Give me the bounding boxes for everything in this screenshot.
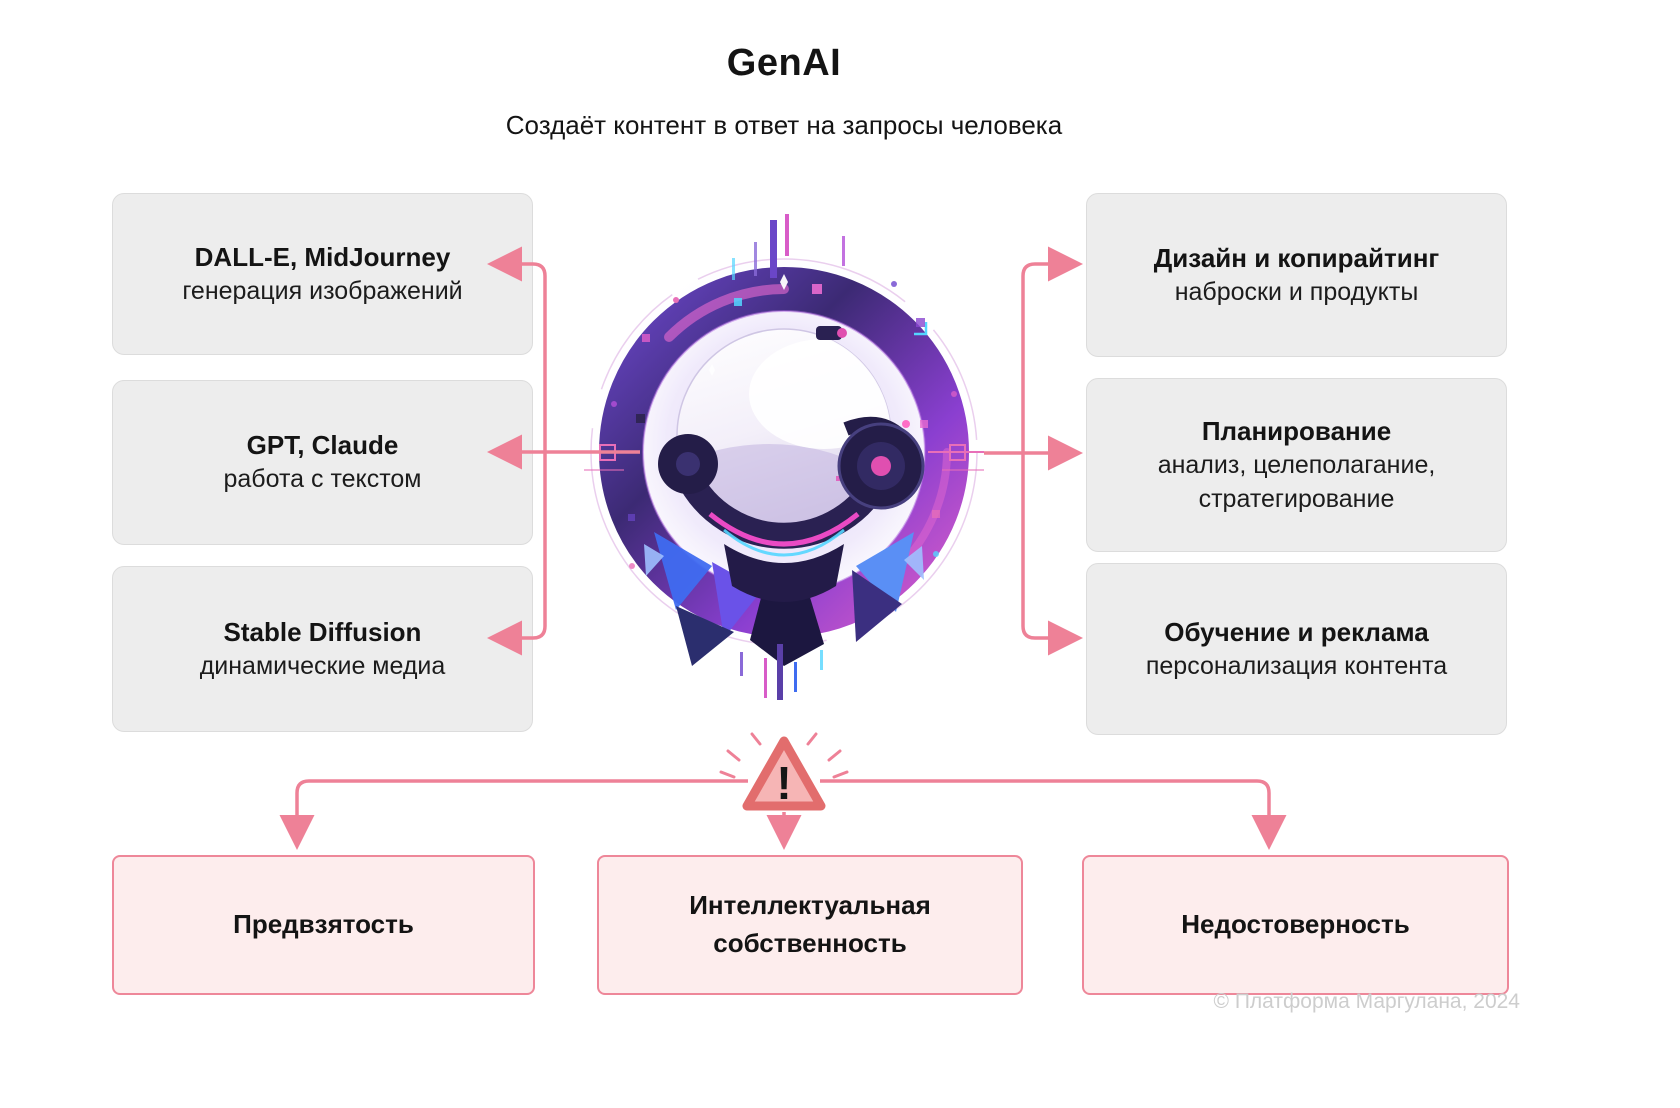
application-box-education-ads: Обучение и реклама персонализация контен… <box>1086 563 1507 735</box>
tool-subtitle: динамические медиа <box>199 651 446 680</box>
risk-box-bias: Предвзятость <box>112 855 535 995</box>
collar-shards <box>644 532 924 666</box>
tool-box-dynamic-media: Stable Diffusion динамические медиа <box>112 566 533 732</box>
tool-title: Stable Diffusion <box>223 616 422 647</box>
application-subtitle: анализ, целеполагание, стратегирование <box>1157 450 1436 513</box>
application-title: Планирование <box>1201 415 1392 446</box>
application-title: Дизайн и копирайтинг <box>1153 242 1440 273</box>
application-box-planning: Планирование анализ, целеполагание, стра… <box>1086 378 1507 552</box>
risk-label: Предвзятость <box>233 909 414 940</box>
tool-box-text: GPT, Claude работа с текстом <box>112 380 533 545</box>
page-title: GenAI <box>726 42 842 84</box>
genai-illustration <box>584 214 984 700</box>
tool-subtitle: генерация изображений <box>182 276 463 305</box>
arrow-to-education-ads <box>1021 453 1083 656</box>
application-box-design-copywriting: Дизайн и копирайтинг наброски и продукты <box>1086 193 1507 357</box>
exclamation-glyph: ! <box>776 757 791 809</box>
tool-title: GPT, Claude <box>246 430 399 461</box>
application-title: Обучение и реклама <box>1164 616 1429 647</box>
robot-helmet <box>658 326 925 602</box>
arrow-to-unreliability <box>820 779 1287 850</box>
arrow-to-bias <box>279 779 748 850</box>
tool-box-image-generation: DALL-E, MidJourney генерация изображений <box>112 193 533 355</box>
risk-box-unreliability: Недостоверность <box>1082 855 1509 995</box>
warning-icon: ! <box>719 732 849 811</box>
glitch-lines-top <box>732 214 845 280</box>
tool-title: DALL-E, MidJourney <box>194 241 451 272</box>
risk-box-intellectual-property: Интеллектуальная собственность <box>597 855 1023 995</box>
glitch-lines-bottom <box>740 644 823 700</box>
tool-subtitle: работа с текстом <box>223 465 422 494</box>
sparkles <box>611 274 957 569</box>
risk-label: Недостоверность <box>1181 909 1410 940</box>
application-subtitle: персонализация контента <box>1145 651 1448 680</box>
risk-label: Интеллектуальная собственность <box>689 890 931 958</box>
arrow-to-design-copywriting <box>1021 246 1083 453</box>
application-subtitle: наброски и продукты <box>1174 277 1419 306</box>
page-subtitle: Создаёт контент в ответ на запросы челов… <box>505 110 1063 140</box>
copyright-note: © Платформа Маргулана, 2024 <box>1213 990 1520 1013</box>
